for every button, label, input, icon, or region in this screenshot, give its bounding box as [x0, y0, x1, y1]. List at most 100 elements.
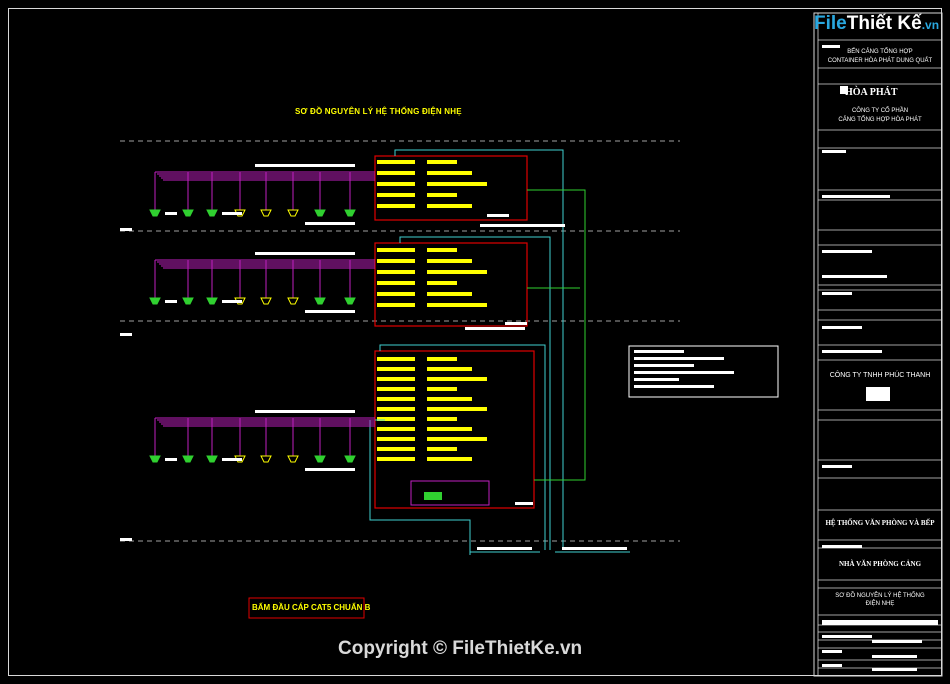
- title-block-field: [822, 45, 840, 48]
- patch-panel: [377, 248, 415, 252]
- device-label: [427, 457, 472, 461]
- outlet-icon: [344, 209, 356, 217]
- device-label: [427, 281, 457, 285]
- outlet-label: [165, 300, 177, 303]
- outlet-icon: [314, 455, 326, 463]
- legend-entry: [634, 357, 724, 360]
- patch-panel: [377, 427, 415, 431]
- patch-panel: [377, 417, 415, 421]
- system-name: HỆ THỐNG VĂN PHÒNG VÀ BẾP: [825, 519, 935, 527]
- title-block-field: [822, 465, 852, 468]
- controller-device: [424, 492, 442, 500]
- legend-entry: [634, 350, 684, 353]
- patch-panel: [377, 303, 415, 307]
- drawing-number-field: [822, 620, 938, 625]
- floor-label: [120, 228, 132, 231]
- device-label: [427, 292, 472, 296]
- legend-entry: [634, 364, 694, 367]
- sheet-title-line1: SƠ ĐỒ NGUYÊN LÝ HỆ THỐNG: [835, 593, 925, 599]
- outlet-label: [305, 310, 355, 313]
- patch-panel: [377, 357, 415, 361]
- floor-label: [120, 538, 132, 541]
- outlet-icon: [344, 455, 356, 463]
- outlet-label: [222, 458, 242, 461]
- outlet-label: [165, 458, 177, 461]
- patch-panel: [377, 377, 415, 381]
- device-label: [427, 417, 457, 421]
- title-block-field: [822, 650, 842, 653]
- owner-line1: CÔNG TY CỔ PHẦN: [851, 108, 909, 114]
- device-label: [427, 204, 472, 208]
- device-label: [427, 171, 472, 175]
- device-label: [427, 259, 472, 263]
- outlet-icon: [287, 297, 299, 305]
- outlet-icon: [149, 455, 161, 463]
- legend-entry: [634, 371, 734, 374]
- outlet-icon: [149, 209, 161, 217]
- logo-file: File: [814, 13, 847, 34]
- title-block-field: [872, 668, 917, 671]
- title-block-field: [872, 640, 922, 643]
- backbone-label: [477, 547, 532, 550]
- title-block-field: [822, 350, 882, 353]
- outlet-icon: [260, 297, 272, 305]
- legend-entry: [634, 385, 714, 388]
- device-label: [427, 248, 457, 252]
- outlet-icon: [206, 297, 218, 305]
- title-block-field: [822, 250, 872, 253]
- patch-panel: [377, 292, 415, 296]
- patch-panel: [377, 387, 415, 391]
- riser-cable: [394, 149, 564, 550]
- outlet-icon: [314, 297, 326, 305]
- sheet-title-line2: ĐIỆN NHẸ: [865, 601, 895, 607]
- designer-name: CÔNG TY TNHH PHÚC THANH: [829, 372, 931, 379]
- building-name: NHÀ VĂN PHÒNG CẢNG: [838, 560, 922, 568]
- project-line1: BẾN CẢNG TỔNG HỢP: [847, 49, 913, 55]
- outlet-icon: [260, 209, 272, 217]
- cable-label: [255, 164, 355, 167]
- outlet-icon: [287, 209, 299, 217]
- outlet-label: [305, 222, 355, 225]
- patch-panel: [377, 397, 415, 401]
- riser-cable: [399, 236, 551, 550]
- device-label: [427, 407, 487, 411]
- outlet-icon: [260, 455, 272, 463]
- cabinet-tag: [505, 322, 527, 325]
- device-label: [427, 182, 487, 186]
- backbone-label: [465, 327, 525, 330]
- patch-panel: [377, 457, 415, 461]
- device-label: [427, 447, 457, 451]
- outlet-label: [222, 300, 242, 303]
- title-block-field: [822, 150, 846, 153]
- device-label: [427, 367, 472, 371]
- title-block-field: [822, 664, 842, 667]
- rack-cabinet: [374, 155, 528, 221]
- copyright-text: Copyright © FileThietKe.vn: [338, 638, 583, 659]
- title-block-field: [822, 195, 852, 198]
- patch-panel: [377, 407, 415, 411]
- outlet-label: [305, 468, 355, 471]
- patch-panel: [377, 171, 415, 175]
- outlet-icon: [206, 209, 218, 217]
- patch-panel: [377, 367, 415, 371]
- patch-panel: [377, 160, 415, 164]
- outlet-icon: [344, 297, 356, 305]
- patch-panel: [377, 270, 415, 274]
- cable-label: [255, 252, 355, 255]
- device-label: [427, 303, 487, 307]
- watermark-logo: FileThiết Kế.vn: [814, 13, 939, 35]
- owner-logo: HÒA PHÁT: [845, 87, 898, 98]
- title-block-field: [850, 195, 890, 198]
- outlet-icon: [287, 455, 299, 463]
- title-block-border: [813, 12, 943, 677]
- device-label: [427, 387, 457, 391]
- outlet-icon: [182, 209, 194, 217]
- cable-label: [255, 410, 355, 413]
- outlet-icon: [206, 455, 218, 463]
- riser-cable: [527, 189, 586, 481]
- device-label: [427, 357, 457, 361]
- wifi-controller-box: [410, 480, 490, 506]
- cable-note-border: [248, 597, 365, 619]
- title-block-field: [822, 326, 862, 329]
